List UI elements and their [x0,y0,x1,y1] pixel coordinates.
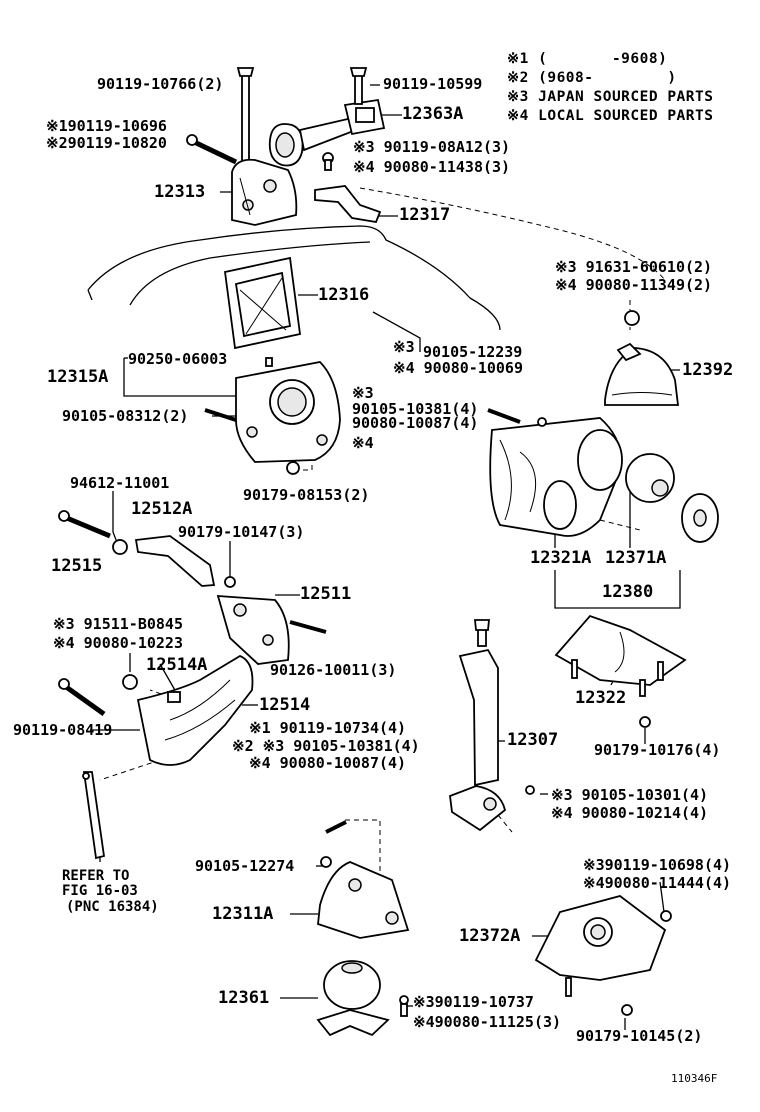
bracket-12372a [534,895,672,1016]
label-12512a: 12512A [131,499,193,519]
label-fig-16-03: FIG 16-03 [62,883,138,899]
transmission-case-12321a [487,408,623,537]
bracket-12511 [216,595,327,665]
label-90119-10599: 90119-10599 [383,75,483,93]
label-90119-10820: ※290119-10820 [46,134,167,152]
label-12315a: 12315A [47,367,109,387]
label-90105-12274: 90105-12274 [195,857,295,875]
label-90105-08312: 90105-08312(2) [62,407,189,425]
reference-rod [82,771,106,860]
label-90105-10381-a: 90105-10381(4) [352,400,479,418]
legend-line-4: ※4 LOCAL SOURCED PARTS [507,108,714,124]
label-pnc-16384: (PNC 16384) [66,899,159,915]
bracket-12311a [317,820,410,939]
label-90105-10301: ※3 90105-10301(4) [551,786,709,804]
label-91511-b0845: ※3 91511-B0845 [53,615,183,633]
label-94612-11001: 94612-11001 [70,474,170,492]
label-90119-08419: 90119-08419 [13,721,113,739]
bracket-12317 [314,185,382,224]
engine-outline [87,225,501,331]
label-90179-10176: 90179-10176(4) [594,741,721,759]
legend-line-1: ※1 ( -9608) [507,51,668,67]
label-90080-10069: ※4 90080-10069 [393,359,523,377]
label-90080-11438: ※4 90080-11438(3) [353,158,511,176]
mount-12361 [316,960,409,1037]
label-90250-06003: 90250-06003 [128,350,228,368]
label-90119-10766: 90119-10766(2) [97,75,224,93]
mount-12322 [554,614,687,728]
figure-code: 110346F [671,1072,718,1085]
label-90119-10737: ※390119-10737 [413,993,534,1011]
label-mark-3-b: ※3 [352,384,374,402]
label-12392: 12392 [682,360,734,380]
label-12515: 12515 [51,556,103,576]
label-12317: 12317 [399,205,451,225]
label-90080-10223: ※4 90080-10223 [53,634,183,652]
label-12361: 12361 [218,988,270,1008]
label-12322: 12322 [575,688,627,708]
bracket-12313 [231,158,298,226]
label-90126-10011: 90126-10011(3) [270,661,397,679]
label-90080-11349: ※4 90080-11349(2) [555,276,713,294]
label-12511: 12511 [300,584,352,604]
label-12321a: 12321A [530,548,592,568]
label-12316: 12316 [318,285,370,305]
bracket-12315a [204,357,341,475]
label-90080-10087-b: ※4 90080-10087(4) [249,754,407,772]
label-90179-10145: 90179-10145(2) [576,1027,703,1045]
label-mark-3-a: ※3 [393,338,415,356]
label-90179-10147: 90179-10147(3) [178,523,305,541]
label-12371a: 12371A [605,548,667,568]
bracket-12514 [58,654,254,766]
label-mark-4: ※4 [352,434,374,452]
label-90105-10381-b: ※2 ※3 90105-10381(4) [232,737,420,755]
label-12380: 12380 [602,582,654,602]
label-12307: 12307 [507,730,559,750]
legend-line-2: ※2 (9608- ) [507,70,677,86]
label-90119-10698: ※390119-10698(4) [583,856,732,874]
label-12372a: 12372A [459,926,521,946]
label-12313: 12313 [154,182,206,202]
torque-rod-12363a [268,98,386,167]
label-90080-10087-a: 90080-10087(4) [352,414,479,432]
label-90119-10734: ※1 90119-10734(4) [249,719,407,737]
label-90179-08153: 90179-08153(2) [243,486,370,504]
mount-12307 [449,619,535,832]
label-12514a: 12514A [146,655,208,675]
label-91631-60610: ※3 91631-60610(2) [555,258,713,276]
label-90080-10214: ※4 90080-10214(4) [551,804,709,822]
label-12311a: 12311A [212,904,274,924]
plate-12316 [223,256,302,350]
label-90119-08a12: ※3 90119-08A12(3) [353,138,511,156]
label-refer-to: REFER TO [62,868,130,884]
label-90119-10696: ※190119-10696 [46,117,167,135]
label-12514: 12514 [259,695,311,715]
cushion-12371a [625,453,719,543]
label-90080-11125: ※490080-11125(3) [413,1013,562,1031]
label-90105-12239: 90105-12239 [423,343,523,361]
label-90080-11444: ※490080-11444(4) [583,874,732,892]
cover-12392 [604,312,680,406]
legend-line-3: ※3 JAPAN SOURCED PARTS [507,89,714,105]
label-12363a: 12363A [402,104,464,124]
washer-markers [112,310,640,690]
